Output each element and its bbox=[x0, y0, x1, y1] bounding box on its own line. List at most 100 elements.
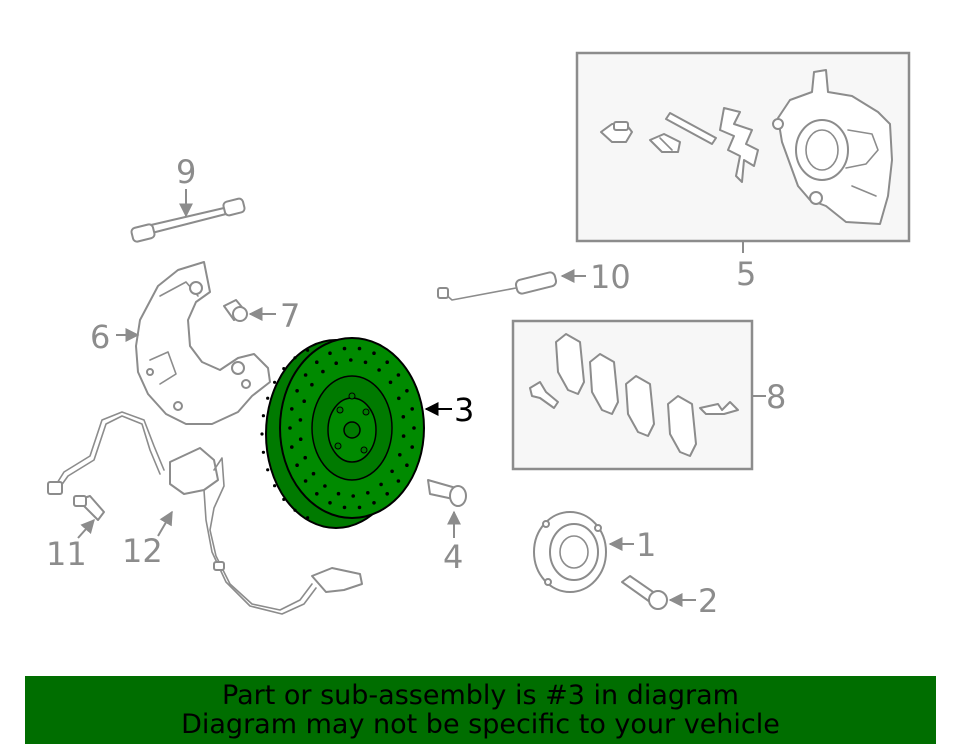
drill-hole bbox=[315, 492, 319, 496]
banner-line-1: Part or sub-assembly is #3 in diagram bbox=[222, 680, 739, 711]
drill-hole bbox=[349, 358, 353, 362]
drill-hole bbox=[372, 351, 376, 356]
callout-10: 10 bbox=[590, 258, 631, 296]
bolt-4-part bbox=[427, 479, 467, 507]
pad-bolt-part bbox=[529, 381, 559, 409]
drill-hole bbox=[298, 418, 303, 422]
drill-hole bbox=[385, 492, 390, 496]
edge-hole bbox=[266, 396, 270, 400]
drill-hole bbox=[377, 368, 381, 372]
edge-hole bbox=[260, 432, 264, 436]
drill-hole bbox=[303, 455, 308, 460]
callout-2: 2 bbox=[698, 582, 718, 620]
drill-hole bbox=[363, 360, 368, 365]
info-banner-background bbox=[25, 676, 936, 744]
caliper-assembly-group: 5 bbox=[575, 51, 911, 293]
drill-hole bbox=[302, 399, 307, 404]
drill-hole bbox=[396, 479, 401, 483]
drill-hole bbox=[396, 373, 401, 377]
drill-hole bbox=[303, 373, 308, 377]
drill-hole bbox=[321, 369, 325, 374]
pad-3-part bbox=[625, 375, 655, 437]
bolt-9-part bbox=[130, 197, 246, 243]
info-banner: Part or sub-assembly is #3 in diagram Di… bbox=[25, 676, 936, 744]
pad-4-part bbox=[667, 395, 697, 457]
bolt-7-part bbox=[223, 299, 248, 322]
drill-hole bbox=[357, 505, 362, 510]
callout-9: 9 bbox=[176, 153, 196, 191]
drill-hole bbox=[410, 407, 415, 411]
drill-hole bbox=[379, 482, 383, 487]
edge-hole bbox=[306, 348, 310, 352]
drill-hole bbox=[288, 426, 292, 430]
pin-rod-part bbox=[665, 112, 717, 145]
edge-hole bbox=[261, 414, 265, 418]
drill-hole bbox=[412, 426, 416, 430]
drill-hole bbox=[351, 494, 356, 498]
drill-hole bbox=[385, 360, 390, 365]
callout-11: 11 bbox=[46, 535, 87, 573]
clip-spring-part bbox=[719, 107, 759, 183]
edge-hole bbox=[293, 508, 297, 512]
abs-sensor-wiring-part bbox=[47, 411, 363, 615]
drill-hole bbox=[405, 389, 409, 393]
banner-line-2: Diagram may not be specific to your vehi… bbox=[181, 709, 780, 740]
callout-4: 4 bbox=[443, 538, 463, 576]
edge-hole bbox=[282, 367, 286, 371]
drill-hole bbox=[372, 501, 376, 505]
callout-1: 1 bbox=[636, 526, 656, 564]
callout-5: 5 bbox=[736, 255, 756, 293]
drill-hole bbox=[323, 484, 327, 488]
drill-hole bbox=[303, 479, 308, 483]
drill-hole bbox=[401, 415, 406, 419]
drill-hole bbox=[295, 463, 299, 468]
drill-hole bbox=[390, 469, 394, 474]
drill-hole bbox=[342, 505, 347, 510]
drill-hole bbox=[342, 346, 347, 351]
wheel-hub-part bbox=[533, 511, 607, 593]
edge-hole bbox=[306, 516, 310, 520]
drill-hole bbox=[295, 389, 299, 393]
callout-7: 7 bbox=[280, 297, 300, 335]
drill-hole bbox=[410, 445, 415, 449]
drill-hole bbox=[366, 491, 370, 495]
pad-clip-part bbox=[699, 401, 739, 415]
drill-hole bbox=[334, 361, 339, 366]
rotor-drill-holes bbox=[260, 346, 416, 520]
drill-hole bbox=[328, 501, 332, 505]
drill-hole bbox=[290, 407, 294, 411]
drill-hole bbox=[290, 445, 294, 449]
drill-hole bbox=[315, 360, 319, 365]
pad-1-part bbox=[555, 333, 585, 395]
brake-rotor-part bbox=[260, 337, 425, 529]
drill-hole bbox=[328, 351, 332, 356]
dust-shield-part bbox=[135, 261, 271, 425]
wear-sensor-part bbox=[437, 271, 558, 301]
edge-hole bbox=[261, 450, 265, 454]
bleeder-screw-part bbox=[600, 121, 633, 143]
edge-hole bbox=[293, 356, 297, 360]
callout-6: 6 bbox=[90, 318, 110, 356]
edge-hole bbox=[273, 380, 277, 384]
drill-hole bbox=[401, 434, 406, 438]
drill-hole bbox=[398, 453, 402, 457]
caliper-body-part bbox=[772, 69, 893, 225]
hub-bolt-part bbox=[621, 575, 668, 610]
pad-2-part bbox=[589, 353, 619, 415]
drill-hole bbox=[388, 380, 393, 385]
edge-hole bbox=[273, 484, 277, 488]
callout-3: 3 bbox=[454, 391, 474, 429]
drill-hole bbox=[397, 396, 401, 401]
drill-hole bbox=[405, 463, 409, 468]
callout-8: 8 bbox=[766, 378, 786, 416]
drill-hole bbox=[298, 437, 303, 442]
edge-hole bbox=[266, 468, 270, 472]
drill-hole bbox=[357, 346, 362, 351]
drill-hole bbox=[336, 491, 341, 496]
drill-hole bbox=[311, 471, 316, 476]
brake-pads-group: 8 bbox=[511, 319, 786, 471]
drill-hole bbox=[310, 382, 314, 387]
callout-12: 12 bbox=[122, 532, 163, 570]
sensor-11-part bbox=[73, 495, 105, 521]
